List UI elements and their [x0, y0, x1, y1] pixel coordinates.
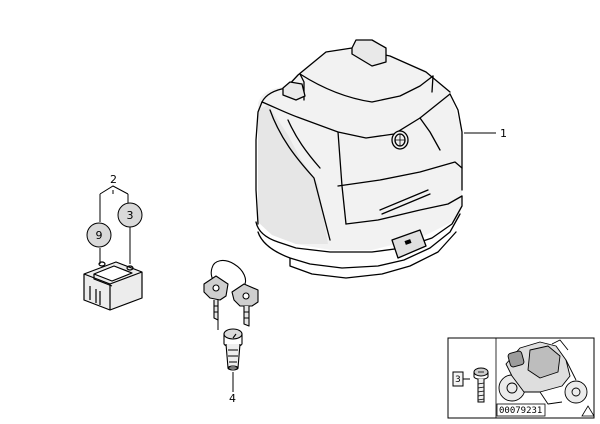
inset-screw: 3 — [452, 367, 489, 403]
motorcycle-thumbnail — [498, 339, 588, 405]
callout-4: 4 — [217, 320, 236, 405]
lock-set — [203, 259, 259, 371]
badge-9: 9 — [86, 222, 112, 248]
badge-3: 3 — [117, 202, 143, 228]
warning-triangle-icon — [581, 405, 595, 417]
callout-label-1: 1 — [500, 127, 507, 140]
callout-label-2: 2 — [110, 173, 117, 186]
mounting-block — [83, 261, 143, 311]
top-case — [255, 39, 463, 279]
reference-number: 00079231 — [499, 406, 542, 416]
inset-panel: 3 00079231 — [447, 337, 595, 419]
inset-callout-label-3: 3 — [455, 375, 461, 385]
callout-1: 1 — [464, 127, 507, 140]
badge-3-label: 3 — [127, 209, 134, 222]
badge-9-label: 9 — [96, 229, 103, 242]
callout-label-4: 4 — [229, 392, 236, 405]
